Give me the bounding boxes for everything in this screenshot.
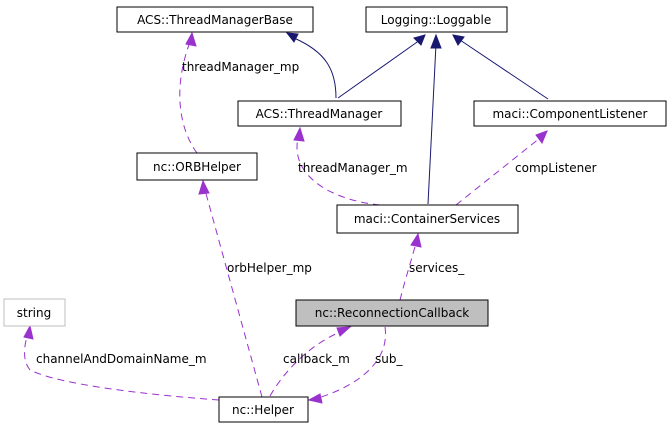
- edge-componentlistener-to-loggable: [459, 39, 549, 100]
- edge-containerservices-threadmanager: [296, 137, 381, 206]
- arrowhead-threadmanager-usage: [293, 126, 305, 142]
- arrowhead-helper-usage: [307, 393, 323, 404]
- usage-edges: [23, 31, 548, 404]
- arrowhead-loggable-from-threadmanager: [413, 34, 426, 46]
- node-label: maci::ContainerServices: [354, 212, 500, 226]
- edge-helper-reconnectioncallback: [269, 331, 341, 397]
- node-container-services[interactable]: maci::ContainerServices: [336, 204, 519, 234]
- label-channel-and-domain-name-m: channelAndDomainName_m: [36, 352, 207, 366]
- edge-helper-orbhelper: [204, 189, 263, 398]
- edge-containerservices-to-loggable: [427, 43, 437, 205]
- arrowhead-loggable-from-componentlistener: [452, 34, 465, 46]
- edge-labels: threadManager_mp threadManager_m compLis…: [36, 60, 597, 366]
- edge-threadmanager-to-threadmanagerbase: [293, 37, 337, 99]
- node-label: Logging::Loggable: [381, 13, 491, 27]
- edge-threadmanager-to-loggable: [337, 39, 421, 99]
- label-callback-m: callback_m: [283, 352, 350, 366]
- node-orb-helper[interactable]: nc::ORBHelper: [136, 152, 258, 181]
- label-thread-manager-m: threadManager_m: [298, 161, 408, 175]
- node-loggable[interactable]: Logging::Loggable: [365, 6, 508, 33]
- label-comp-listener: compListener: [515, 161, 597, 175]
- arrowhead-orbhelper-usage: [198, 179, 210, 195]
- node-label: ACS::ThreadManagerBase: [137, 13, 293, 27]
- node-label: string: [17, 306, 51, 320]
- node-label: ACS::ThreadManager: [256, 107, 383, 121]
- arrowhead-componentlistener-usage: [535, 130, 548, 144]
- node-label: maci::ComponentListener: [492, 107, 647, 121]
- arrowhead-string-usage: [23, 324, 34, 340]
- arrowhead-containerservices-usage: [410, 232, 422, 248]
- arrowhead-threadmanagerbase: [285, 32, 299, 43]
- node-label: nc::Helper: [232, 403, 294, 417]
- label-orb-helper-mp: orbHelper_mp: [227, 261, 312, 275]
- node-reconnection-callback[interactable]: nc::ReconnectionCallback: [295, 299, 489, 327]
- edge-helper-string: [24, 333, 220, 401]
- inheritance-edges: [285, 32, 549, 205]
- node-component-listener[interactable]: maci::ComponentListener: [473, 100, 667, 127]
- node-thread-manager[interactable]: ACS::ThreadManager: [237, 100, 402, 127]
- edge-containerservices-componentlistener: [455, 137, 541, 206]
- node-thread-manager-base[interactable]: ACS::ThreadManagerBase: [116, 6, 314, 33]
- arrowhead-threadmanagerbase-usage: [185, 31, 197, 47]
- label-sub: sub_: [375, 352, 403, 366]
- arrowhead-reconnectioncallback-usage: [336, 326, 352, 337]
- node-label: nc::ORBHelper: [153, 160, 241, 174]
- label-thread-manager-mp: threadManager_mp: [182, 60, 299, 74]
- edge-orbhelper-threadmanagerbase: [179, 41, 198, 154]
- node-string[interactable]: string: [3, 298, 66, 327]
- label-services: services_: [409, 261, 465, 275]
- node-label: nc::ReconnectionCallback: [315, 306, 470, 320]
- node-helper[interactable]: nc::Helper: [218, 396, 309, 423]
- arrowhead-loggable-from-containerservices: [430, 33, 442, 49]
- edge-reconnectioncallback-containerservices: [399, 242, 417, 301]
